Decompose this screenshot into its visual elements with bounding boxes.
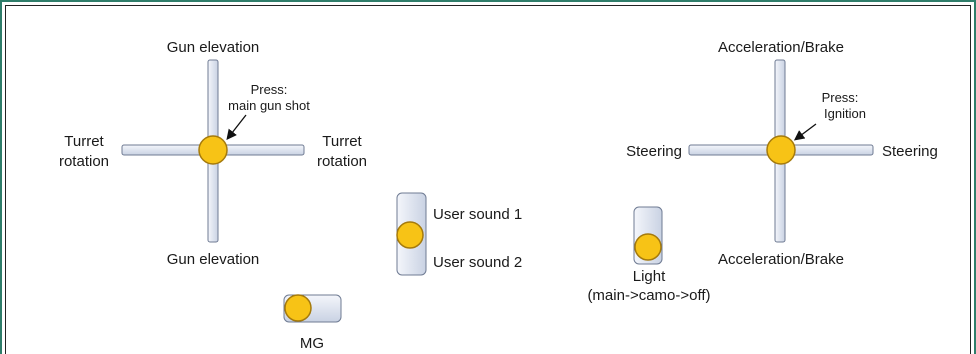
left-press-label-line2: main gun shot xyxy=(228,98,310,113)
user-sound-switch: User sound 1 User sound 2 xyxy=(396,192,522,276)
right-stick: Acceleration/Brake Acceleration/Brake St… xyxy=(626,39,938,268)
diagram-panel xyxy=(5,5,971,354)
right-press-label-line1: Press: xyxy=(822,90,859,105)
right-press-arrow xyxy=(793,123,817,141)
left-stick-right-label-line2: rotation xyxy=(317,153,367,170)
right-stick-up-label: Acceleration/Brake xyxy=(718,39,844,56)
user-sound-switch-knob[interactable] xyxy=(396,221,424,249)
left-stick-left-label-line2: rotation xyxy=(59,153,109,170)
right-stick-left-label: Steering xyxy=(626,143,682,160)
left-stick-left-label-line1: Turret xyxy=(64,133,104,150)
right-stick-knob[interactable] xyxy=(766,135,796,165)
light-switch-knob[interactable] xyxy=(634,233,662,261)
right-stick-down-label: Acceleration/Brake xyxy=(718,251,844,268)
left-stick-right-label-line1: Turret xyxy=(322,133,362,150)
user-sound-2-label: User sound 2 xyxy=(433,254,522,271)
right-stick-right-label: Steering xyxy=(882,143,938,160)
light-label-line1: Light xyxy=(633,268,666,285)
left-stick-down-label: Gun elevation xyxy=(167,251,260,268)
left-stick: Gun elevation Gun elevation Turret rotat… xyxy=(59,39,367,268)
right-press-label-line2: Ignition xyxy=(824,106,866,121)
left-press-arrow xyxy=(226,114,247,141)
mg-switch-knob[interactable] xyxy=(284,294,312,322)
left-stick-up-label: Gun elevation xyxy=(167,39,260,56)
light-switch: Light (main->camo->off) xyxy=(587,206,711,304)
mg-label: MG xyxy=(300,335,324,352)
left-stick-knob[interactable] xyxy=(198,135,228,165)
light-label-line2: (main->camo->off) xyxy=(587,287,710,304)
mg-switch: MG xyxy=(283,294,342,352)
user-sound-1-label: User sound 1 xyxy=(433,206,522,223)
left-press-label-line1: Press: xyxy=(251,82,288,97)
